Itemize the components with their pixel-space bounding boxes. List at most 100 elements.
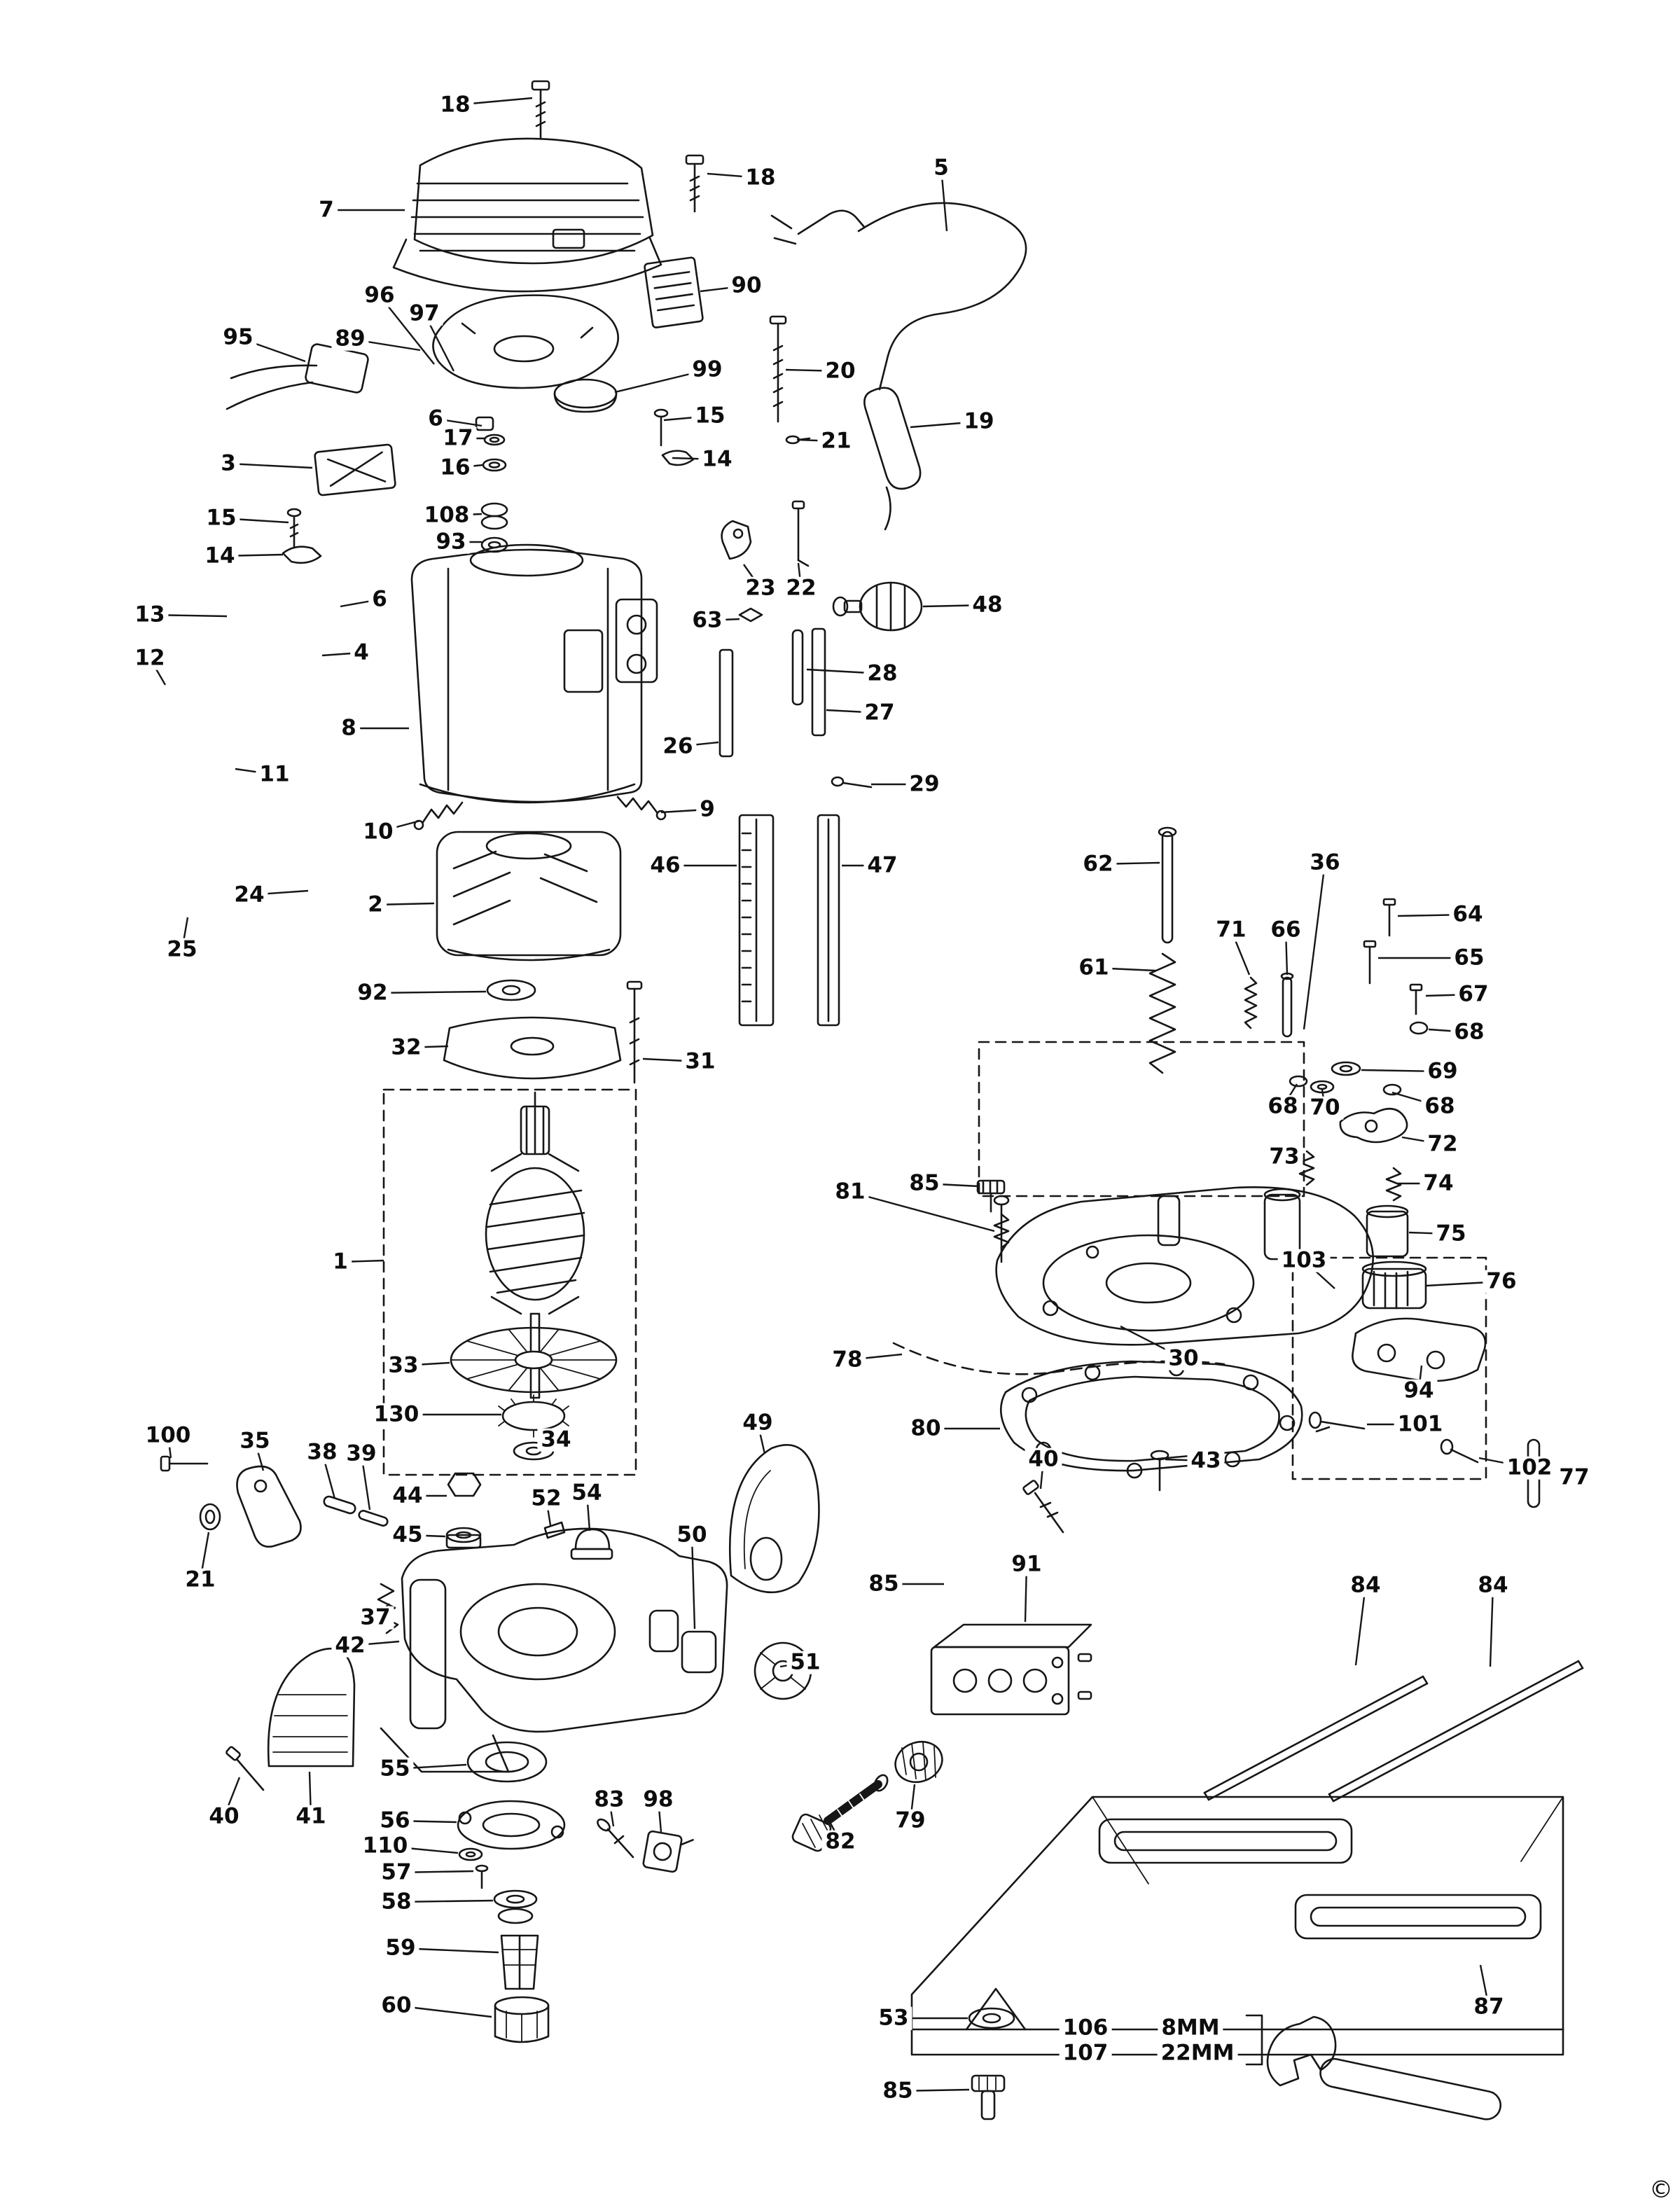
screw-83: [597, 1818, 634, 1859]
callout-15: 15: [202, 507, 240, 530]
callout-102: 102: [1503, 1457, 1556, 1480]
callout-80: 80: [907, 1417, 945, 1440]
field-2: [436, 831, 622, 961]
callout-69: 69: [1424, 1060, 1462, 1083]
brush-spring-9: [616, 796, 667, 821]
callout-7: 7: [315, 199, 338, 222]
scale-46: [738, 814, 775, 1027]
screw-29: [831, 776, 873, 789]
callout-96: 96: [361, 284, 398, 307]
callout-39: 39: [342, 1443, 380, 1466]
callout-83: 83: [590, 1789, 628, 1812]
callout-34: 34: [537, 1429, 575, 1452]
callout-21: 21: [181, 1569, 219, 1592]
callout-19: 19: [960, 410, 998, 433]
callout-97: 97: [405, 303, 443, 326]
callout-32: 32: [387, 1036, 425, 1060]
callout-21: 21: [817, 430, 855, 453]
knurled-nut-79: [894, 1740, 943, 1784]
callout-14: 14: [201, 545, 239, 568]
callout-18: 18: [742, 167, 779, 190]
fan-baffle-32: [443, 1016, 622, 1080]
screw-85-bottom: [971, 2074, 1006, 2120]
washer-53: [968, 2007, 1015, 2029]
callout-31: 31: [681, 1050, 719, 1074]
depth-rod-62: [1158, 826, 1177, 944]
callout-56: 56: [376, 1810, 414, 1833]
callout-93: 93: [432, 531, 470, 554]
handle-49: [728, 1444, 820, 1594]
callout-14: 14: [698, 448, 736, 471]
collet-59: [500, 1934, 539, 1990]
callout-6: 6: [424, 408, 447, 431]
strip-27: [811, 627, 826, 737]
callout-54: 54: [568, 1482, 606, 1505]
callout-59: 59: [382, 1937, 419, 1960]
guide-block-91: [930, 1623, 1092, 1716]
callout-29: 29: [905, 773, 943, 796]
callout-23: 23: [742, 577, 779, 600]
clip-63: [738, 607, 763, 623]
callout-24: 24: [230, 884, 268, 907]
screw-15-mid: [653, 408, 669, 447]
callout-40: 40: [205, 1805, 243, 1828]
callout-57: 57: [377, 1861, 415, 1884]
callout-85: 85: [879, 2080, 917, 2103]
screw-40-left: [225, 1746, 265, 1791]
label-plate-90: [644, 256, 704, 328]
gasket-80: [999, 1360, 1303, 1479]
callout-91: 91: [1008, 1553, 1046, 1576]
callout-16: 16: [436, 457, 474, 480]
screw-15-left: [286, 508, 302, 548]
callout-15: 15: [691, 405, 729, 428]
callout-43: 43: [1187, 1450, 1225, 1473]
callout-110: 110: [359, 1835, 412, 1858]
callout-68: 68: [1450, 1021, 1488, 1044]
callout-77: 77: [1555, 1466, 1593, 1490]
callout-3: 3: [217, 452, 239, 475]
pin-28: [791, 629, 804, 706]
base-casting-30: [976, 1179, 1374, 1346]
callout-18: 18: [436, 94, 474, 117]
wedge-52: [543, 1521, 566, 1539]
pad-50: [681, 1630, 717, 1674]
callout-101: 101: [1394, 1413, 1447, 1436]
callout-76: 76: [1483, 1270, 1520, 1293]
callout-47: 47: [863, 854, 901, 877]
callout-2: 2: [364, 894, 387, 917]
knob-99: [553, 378, 618, 413]
callout-95: 95: [219, 326, 257, 349]
knob-41: [267, 1647, 356, 1768]
rod-22: [791, 500, 810, 567]
callout-60: 60: [377, 1994, 415, 2018]
callout-82: 82: [821, 1831, 859, 1854]
callout-45: 45: [389, 1524, 426, 1547]
callout-64: 64: [1449, 903, 1487, 926]
callout-55: 55: [376, 1758, 414, 1781]
lever-35: [160, 1455, 399, 1634]
callout-36: 36: [1306, 852, 1344, 875]
washer-110: [458, 1847, 483, 1861]
callout-61: 61: [1075, 957, 1113, 980]
callout-50: 50: [673, 1524, 711, 1547]
callout-53: 53: [875, 2007, 912, 2030]
washers-58: [493, 1889, 538, 1924]
callout-11: 11: [256, 763, 293, 786]
callout-12: 12: [131, 647, 169, 670]
armature-1: [382, 1088, 637, 1476]
callout-25: 25: [163, 938, 201, 961]
screw-31: [626, 980, 643, 1084]
callout-46: 46: [646, 854, 684, 877]
motor-cap-7: [392, 137, 662, 293]
callout-108: 108: [420, 504, 473, 527]
callout-99: 99: [688, 359, 726, 382]
callout-37: 37: [356, 1606, 394, 1630]
screw-57: [475, 1864, 489, 1889]
callout-8MM: 8MM: [1158, 2017, 1223, 2040]
nut-45: [445, 1527, 482, 1549]
callout-78: 78: [828, 1349, 866, 1372]
callout-98: 98: [639, 1789, 677, 1812]
callout-63: 63: [688, 609, 726, 632]
callout-40: 40: [1025, 1448, 1062, 1471]
